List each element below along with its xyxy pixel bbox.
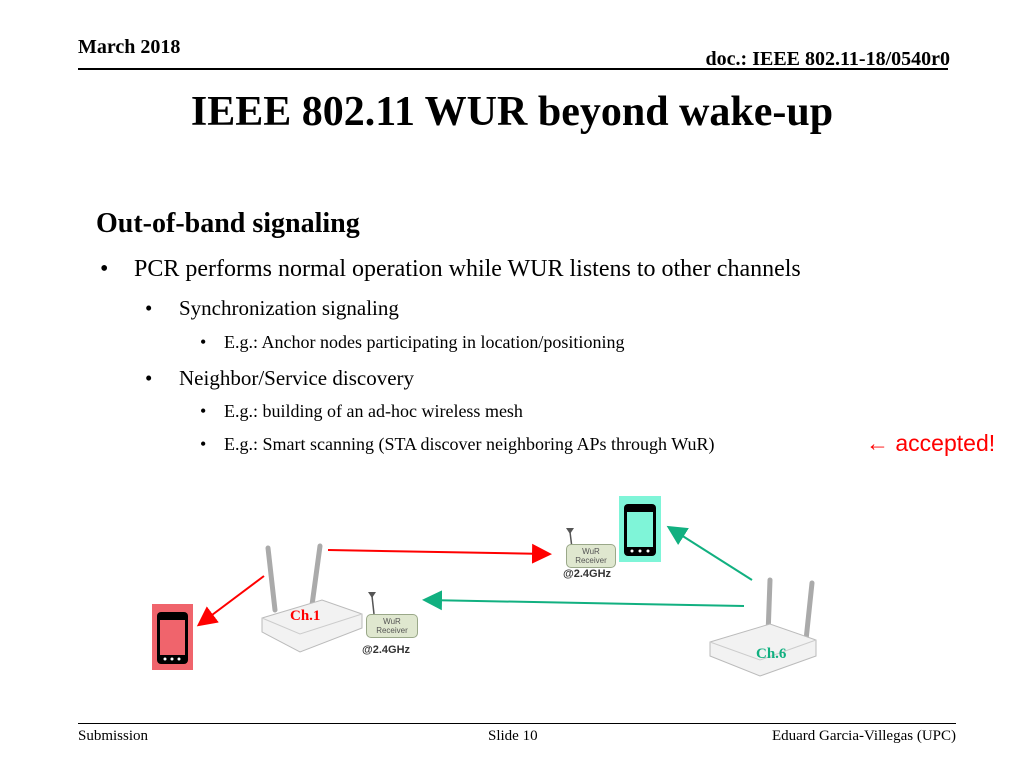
slide-title: IEEE 802.11 WUR beyond wake-up — [190, 89, 834, 135]
bullet-level2: • Neighbor/Service discovery — [145, 366, 414, 391]
channel-label-ch6: Ch.6 — [756, 646, 787, 662]
wur-receiver-top: WuR Receiver — [566, 544, 616, 568]
footer-slide-number: Slide 10 — [488, 728, 538, 744]
router-ch1-icon — [261, 543, 363, 653]
arrow-green-left — [422, 590, 745, 611]
bullet-text: E.g.: Anchor nodes participating in loca… — [224, 332, 625, 352]
footer-author: Eduard Garcia-Villegas (UPC) — [771, 728, 956, 744]
bullet-text: E.g.: Smart scanning (STA discover neigh… — [224, 434, 715, 454]
wur-label-line2: Receiver — [575, 556, 607, 565]
wur-label-line1: WuR — [383, 617, 401, 626]
bullet-level2: • Synchronization signaling — [145, 296, 399, 321]
bullet-dot: • — [145, 366, 153, 390]
bullet-dot: • — [200, 434, 207, 454]
bullet-text: E.g.: building of an ad-hoc wireless mes… — [224, 401, 523, 421]
router-ch6-icon — [709, 577, 817, 677]
network-diagram — [152, 496, 817, 677]
arrow-red-left — [196, 575, 265, 627]
bullet-text: Synchronization signaling — [179, 296, 399, 320]
bullet-level1: • PCR performs normal operation while WUR… — [100, 256, 801, 283]
header-doc-id: doc.: IEEE 802.11-18/0540r0 — [705, 48, 950, 70]
bullet-text: PCR performs normal operation while WUR … — [134, 256, 801, 282]
wur-receiver-bottom: WuR Receiver — [366, 614, 418, 638]
phone-green-icon — [619, 496, 661, 562]
phone-red-icon — [152, 604, 193, 670]
wur-antenna-bottom-icon — [371, 595, 375, 615]
channel-label-ch1: Ch.1 — [290, 608, 321, 624]
wur-label-line2: Receiver — [376, 626, 408, 635]
bullet-dot: • — [200, 332, 207, 352]
accepted-annotation: ­← accepted! — [866, 430, 996, 456]
section-heading: Out-of-band signaling — [96, 208, 360, 239]
bullet-dot: • — [145, 296, 153, 320]
footer-divider — [78, 723, 956, 724]
arrow-red-top — [327, 543, 552, 564]
footer-submission: Submission — [78, 728, 149, 744]
header-date: March 2018 — [78, 36, 181, 58]
wur-label-line1: WuR — [582, 547, 600, 556]
bullet-text: Neighbor/Service discovery — [179, 366, 415, 390]
bullet-level3: • E.g.: building of an ad-hoc wireless me… — [200, 401, 523, 422]
header-divider — [78, 68, 948, 70]
bullet-dot: • — [100, 256, 109, 282]
bullet-level3: • E.g.: Smart scanning (STA discover neig… — [200, 434, 714, 455]
freq-label-top: @2.4GHz — [563, 568, 612, 580]
bullet-level3: • E.g.: Anchor nodes participating in loc… — [200, 332, 624, 353]
bullet-dot: • — [200, 401, 207, 421]
arrow-green-top — [666, 525, 753, 581]
freq-label-bottom: @2.4GHz — [362, 644, 411, 656]
